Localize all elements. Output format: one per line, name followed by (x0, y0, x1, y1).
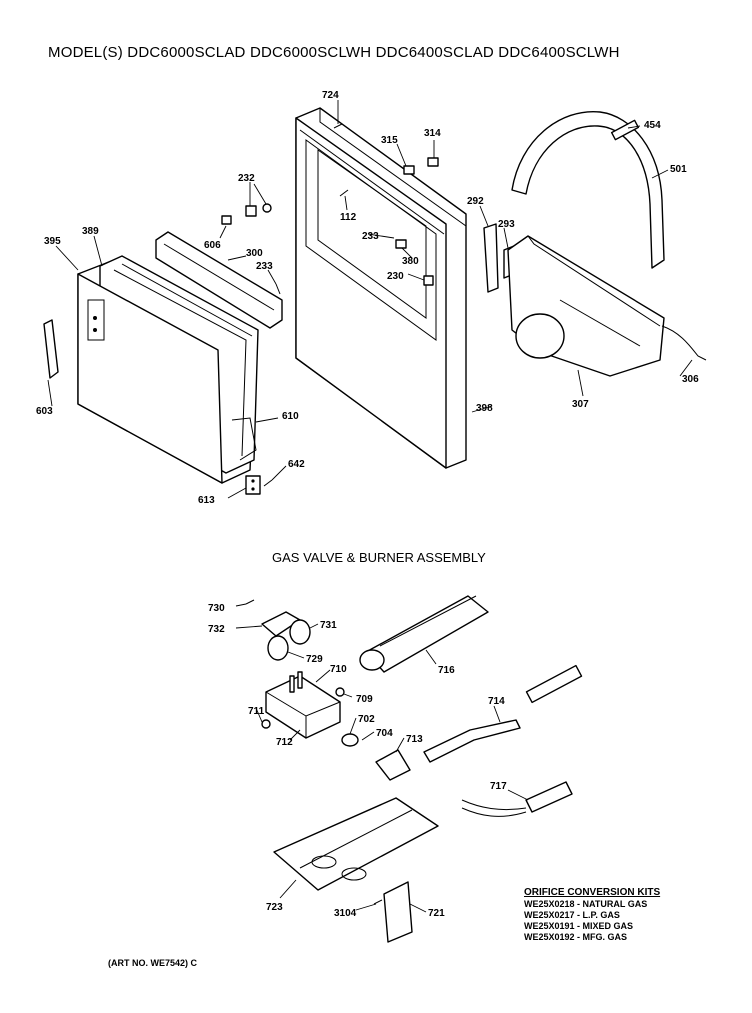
kit-item: WE25X0192 - MFG. GAS (524, 932, 628, 942)
crossover-tube (525, 664, 583, 704)
nozzle-702 (341, 733, 359, 747)
burner-bracket-723 (273, 797, 439, 891)
screw-730 (245, 599, 255, 605)
clip-314 (427, 157, 439, 167)
callout-501: 501 (670, 164, 687, 175)
burner-tube (359, 595, 489, 673)
bearing-support-501 (511, 111, 665, 269)
callout-395: 395 (44, 236, 61, 247)
screw (263, 479, 273, 487)
callout-723: 723 (266, 902, 283, 913)
screw-233 (275, 283, 281, 295)
callout-712: 712 (276, 737, 293, 748)
bracket-721 (383, 881, 413, 943)
clip-230 (423, 275, 434, 286)
coil-731 (289, 619, 311, 645)
callout-314: 314 (424, 128, 441, 139)
callout-398: 398 (476, 403, 493, 414)
callout-714: 714 (488, 696, 505, 707)
callout-300: 300 (246, 248, 263, 259)
art-number: (ART NO. WE7542) C (108, 958, 198, 968)
callout-307: 307 (572, 399, 589, 410)
callout-713: 713 (406, 734, 423, 745)
kits-heading: ORIFICE CONVERSION KITS (524, 887, 661, 898)
door-hinge (245, 475, 261, 495)
slide-454 (610, 119, 640, 141)
callout-729: 729 (306, 654, 323, 665)
callout-230: 230 (387, 271, 404, 282)
gas-pipe-714 (423, 719, 521, 763)
callout-315: 315 (381, 135, 398, 146)
clip (245, 205, 257, 217)
front-panel (295, 107, 467, 469)
callout-642: 642 (288, 459, 305, 470)
screw-724 (333, 123, 343, 129)
kit-item: WE25X0191 - MIXED GAS (524, 921, 634, 931)
igniter-717 (461, 781, 573, 817)
screw-3104 (373, 899, 383, 905)
callout-292: 292 (467, 196, 484, 207)
callout-717: 717 (490, 781, 507, 792)
door-handle (43, 319, 59, 379)
door-trim-strip (155, 231, 283, 329)
screw-112 (339, 189, 349, 197)
clip-380 (395, 239, 407, 249)
callout-709: 709 (356, 694, 373, 705)
callout-613: 613 (198, 495, 215, 506)
clip-315 (403, 165, 415, 175)
callout-731: 731 (320, 620, 337, 631)
orifice-conversion-kits: ORIFICE CONVERSION KITS WE25X0218 - NATU… (524, 887, 660, 943)
callout-603: 603 (36, 406, 53, 417)
callout-704: 704 (376, 728, 393, 739)
callout-702: 702 (358, 714, 375, 725)
gas-valve-section-title: GAS VALVE & BURNER ASSEMBLY (272, 550, 486, 565)
callout-3104: 3104 (334, 908, 357, 919)
callout-710: 710 (330, 664, 347, 675)
model-title: MODEL(S) DDC6000SCLAD DDC6000SCLWH DDC64… (48, 44, 620, 61)
gas-valve-body (265, 671, 341, 739)
callout-716: 716 (438, 665, 455, 676)
fitting-709 (335, 687, 345, 697)
callout-380: 380 (402, 256, 419, 267)
callout-724: 724 (322, 90, 339, 101)
callout-232: 232 (238, 173, 255, 184)
coil-729 (267, 635, 289, 661)
callout-293: 293 (498, 219, 515, 230)
callout-306: 306 (682, 374, 699, 385)
bracket-292 (483, 223, 499, 293)
callout-233-a: 233 (362, 231, 379, 242)
orifice-713 (375, 749, 411, 781)
fitting-711 (261, 719, 271, 729)
callout-454: 454 (644, 120, 661, 131)
callout-732: 732 (208, 624, 225, 635)
door-seal (231, 417, 257, 461)
wire-306 (661, 325, 707, 361)
callout-730: 730 (208, 603, 225, 614)
door-assembly (77, 255, 259, 484)
clip-606 (221, 215, 232, 225)
callout-112: 112 (340, 212, 357, 223)
exhaust-duct (507, 235, 665, 377)
callout-711: 711 (248, 706, 265, 717)
callout-389: 389 (82, 226, 99, 237)
kit-item: WE25X0218 - NATURAL GAS (524, 899, 648, 909)
kit-item: WE25X0217 - L.P. GAS (524, 910, 620, 920)
callout-721: 721 (428, 908, 445, 919)
clip-fastener (262, 203, 272, 213)
callout-233-b: 233 (256, 261, 273, 272)
callout-606: 606 (204, 240, 221, 251)
callout-610: 610 (282, 411, 299, 422)
